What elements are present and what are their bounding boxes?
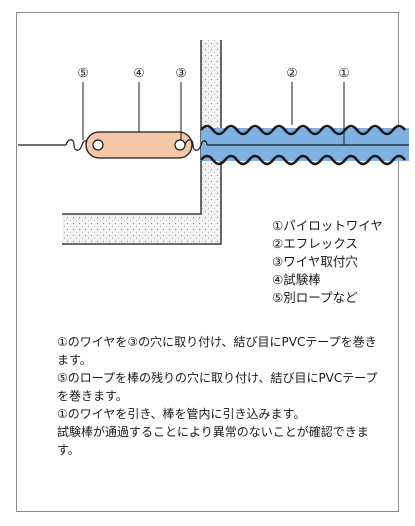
- marker-1: ①: [338, 65, 349, 80]
- legend-item: ②エフレックス: [272, 236, 358, 251]
- description-line: ①のワイヤを③の穴に取り付け、結び目にPVCテープを巻きます。: [57, 335, 377, 367]
- marker-3: ③: [175, 65, 186, 80]
- legend-item: ①パイロットワイヤ: [272, 218, 383, 233]
- concrete-outline: [62, 40, 222, 245]
- conduit-corrugation-top: [199, 124, 407, 136]
- description: ①のワイヤを③の穴に取り付け、結び目にPVCテープを巻きます。 ⑤のロープを棒の…: [57, 333, 379, 459]
- legend: ①パイロットワイヤ ②エフレックス ③ワイヤ取付穴 ④試験棒 ⑤別ロープなど: [272, 217, 383, 307]
- marker-4: ④: [133, 65, 144, 80]
- rod-hole-right: [174, 139, 186, 151]
- marker-5: ⑤: [77, 65, 88, 80]
- description-line: ⑤のロープを棒の残りの穴に取り付け、結び目にPVCテープを巻きます。: [57, 371, 378, 403]
- legend-item: ③ワイヤ取付穴: [272, 254, 358, 269]
- legend-item: ④試験棒: [272, 272, 321, 287]
- concrete-wall: [62, 40, 221, 244]
- wire-knot-icon: [184, 139, 208, 151]
- rod-hole-left: [92, 139, 104, 151]
- description-line: ①のワイヤを引き、棒を管内に引き込みます。: [57, 407, 306, 421]
- description-line: 試験棒が通過することにより異常のないことが確認できます。: [57, 425, 369, 457]
- rope-knot-icon: [65, 139, 89, 151]
- legend-item: ⑤別ロープなど: [272, 290, 358, 305]
- marker-2: ②: [286, 65, 297, 80]
- conduit-corrugation-bottom: [199, 154, 407, 166]
